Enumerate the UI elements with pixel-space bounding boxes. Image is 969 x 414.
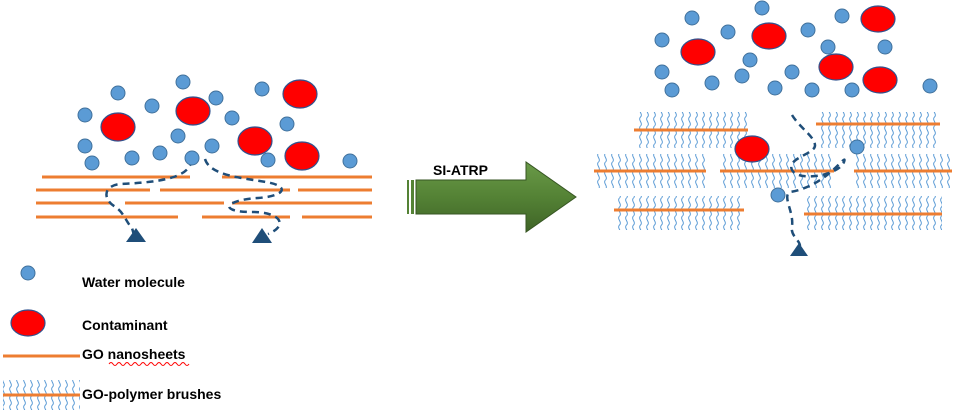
water-molecule	[84, 155, 100, 171]
go-membrane-panel	[36, 74, 372, 243]
go-brush-membrane-panel	[594, 0, 952, 256]
water-path	[105, 158, 283, 236]
outlet-triangle	[790, 243, 808, 256]
water-molecule	[224, 110, 240, 126]
contaminant	[734, 135, 770, 163]
water-molecule	[279, 116, 295, 132]
water-molecule	[77, 107, 93, 123]
water-molecule	[800, 22, 816, 38]
legend-label: GO-polymer brushes	[82, 386, 221, 402]
go-nanosheets-stack	[36, 175, 372, 219]
water-molecule	[175, 74, 191, 90]
contaminant	[862, 66, 898, 94]
contaminant	[860, 5, 896, 33]
water-molecule	[342, 153, 358, 169]
contaminant-swatch	[10, 309, 46, 337]
water-molecule	[204, 138, 220, 154]
water-molecule	[734, 68, 750, 84]
water-molecule	[260, 152, 276, 168]
polymer-brush	[614, 196, 744, 230]
legend-item-go: GO nanosheets	[3, 346, 190, 366]
water-molecule	[754, 0, 770, 16]
water-molecule	[124, 150, 140, 166]
contaminant	[284, 141, 320, 171]
water-molecule	[684, 10, 700, 26]
legend-item-brush: GO-polymer brushes	[3, 380, 221, 410]
outlet-triangle	[126, 228, 146, 242]
water-molecule	[110, 85, 126, 101]
legend-label: Water molecule	[82, 274, 185, 290]
water-molecule	[144, 98, 160, 114]
water-molecule	[834, 8, 850, 24]
contaminants	[680, 5, 898, 163]
water-molecule	[877, 39, 893, 55]
si-atrp-label: SI-ATRP	[433, 162, 488, 178]
water-molecule	[664, 82, 680, 98]
contaminant	[175, 96, 211, 126]
go-nanosheets-grafted	[594, 122, 952, 216]
water-molecule	[784, 64, 800, 80]
water-molecule	[767, 80, 783, 96]
outlet-triangle	[252, 228, 272, 243]
water-molecule	[770, 187, 786, 203]
water-molecule	[720, 24, 736, 40]
legend-label: GO nanosheets	[82, 346, 186, 362]
water-molecule	[77, 138, 93, 154]
water-molecule	[922, 78, 938, 94]
polymer-brush	[818, 112, 936, 148]
water-molecule	[704, 75, 720, 91]
spell-check-underline	[108, 362, 190, 366]
water-molecule	[152, 145, 168, 161]
water-molecule	[844, 82, 860, 98]
contaminant	[100, 112, 136, 142]
water-molecules	[654, 0, 938, 203]
water-molecule	[654, 32, 670, 48]
water-molecule	[804, 82, 820, 98]
contaminant	[680, 38, 716, 66]
legend: Water molecule Contaminant GO nanosheets…	[3, 265, 221, 410]
contaminants	[100, 79, 320, 171]
water-molecule	[849, 139, 865, 155]
contaminant	[282, 79, 318, 109]
water-path	[785, 114, 846, 247]
contaminant	[818, 53, 854, 81]
water-molecule	[742, 52, 758, 68]
water-molecules	[77, 74, 358, 171]
water-molecule	[208, 90, 224, 106]
si-atrp-arrow: SI-ATRP	[407, 161, 577, 233]
legend-label: Contaminant	[82, 317, 168, 333]
water-molecule	[654, 64, 670, 80]
legend-item-contaminant: Contaminant	[10, 309, 168, 337]
contaminant	[751, 22, 787, 50]
water-molecule	[170, 128, 186, 144]
contaminant	[237, 126, 273, 156]
water-molecule-swatch	[20, 265, 36, 281]
water-molecule	[184, 150, 200, 166]
water-molecule	[820, 39, 836, 55]
water-molecule	[254, 81, 270, 97]
legend-item-water: Water molecule	[20, 265, 185, 290]
